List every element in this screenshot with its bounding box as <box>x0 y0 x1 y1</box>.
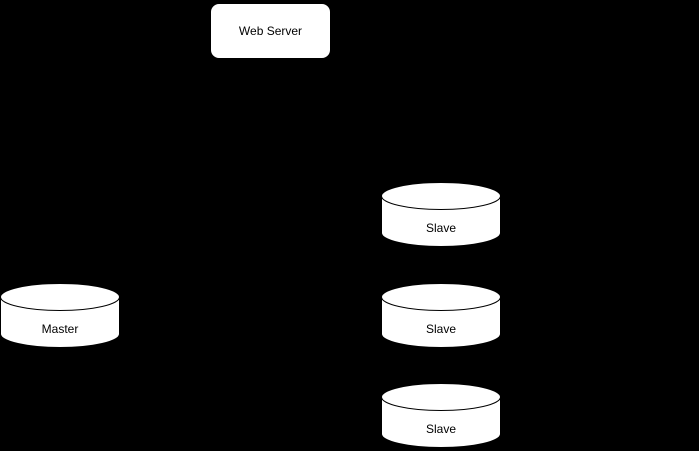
slave-db-label-2: Slave <box>425 321 457 336</box>
slave-db-node-3: Slave <box>381 383 501 448</box>
database-cylinder-icon <box>0 283 120 348</box>
database-cylinder-icon <box>381 182 501 247</box>
master-db-node: Master <box>0 283 120 348</box>
slave-db-node-2: Slave <box>381 283 501 348</box>
slave-db-label-1: Slave <box>425 220 457 235</box>
master-db-label: Master <box>41 321 79 336</box>
web-server-label: Web Server <box>238 23 303 38</box>
web-server-node: Web Server <box>210 3 331 59</box>
database-cylinder-icon <box>381 283 501 348</box>
slave-db-node-1: Slave <box>381 182 501 247</box>
database-cylinder-icon <box>381 383 501 448</box>
slave-db-label-3: Slave <box>425 421 457 436</box>
